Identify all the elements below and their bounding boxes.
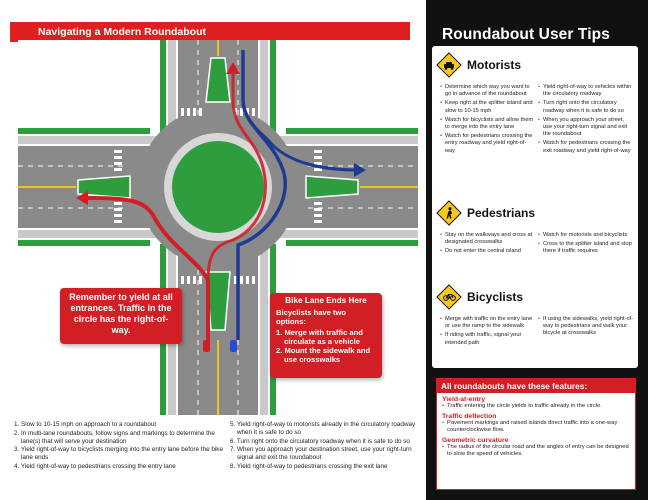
car-icon	[436, 52, 462, 78]
splitter-island-east	[305, 175, 359, 199]
steps-list-left: 1. Slow to 10-15 mph on approach to a ro…	[14, 421, 224, 472]
step-item: 7. When you approach your destination st…	[230, 446, 412, 462]
pedestrians-title: Pedestrians	[467, 206, 536, 220]
feature-name: Yield-at-entry	[442, 396, 486, 403]
bicyclists-header: Bicyclists	[436, 284, 523, 310]
tip-item: Merge with traffic on the entry lane or …	[440, 316, 534, 330]
tip-item: Watch for motorists and bicyclists	[538, 232, 634, 239]
tip-item: Determine which way you want to go in ad…	[440, 84, 534, 98]
central-island	[172, 141, 264, 233]
feature-item: Yield-at-entry Traffic entering the circ…	[437, 396, 635, 410]
splitter-island-north	[205, 57, 231, 103]
tip-item: If using the sidewalks, yield right-of-w…	[538, 316, 634, 338]
motorists-header: Motorists	[436, 52, 521, 78]
bicyclists-title: Bicyclists	[467, 290, 524, 304]
bicyclists-col-2: If using the sidewalks, yield right-of-w…	[538, 316, 634, 340]
tip-item: When you approach your street, use your …	[538, 117, 634, 139]
pedestrians-col-2: Watch for motorists and bicyclists Cross…	[538, 232, 634, 258]
bicycle-icon	[436, 284, 462, 310]
bike-option-2: 2. Mount the sidewalk and use crosswalks	[276, 346, 371, 365]
motorists-col-2: Yield right-of-way to vehicles within th…	[538, 84, 634, 157]
features-heading: All roundabouts have these features:	[437, 379, 635, 393]
tip-item: Watch for bicyclists and allow them to m…	[440, 117, 534, 131]
yield-callout: Remember to yield at all entrances. Traf…	[60, 288, 182, 344]
step-item: 8. Yield right-of-way to pedestrians cro…	[230, 462, 388, 470]
motorists-title: Motorists	[467, 58, 521, 72]
red-path-arrow	[80, 196, 210, 345]
step-item: 1. Slow to 10-15 mph on approach to a ro…	[14, 421, 157, 428]
motorists-col-1: Determine which way you want to go in ad…	[440, 84, 534, 157]
step-item: 2. In multi-lane roundabouts, follow sig…	[14, 429, 215, 445]
step-item: 4. Yield right-of-way to pedestrians cro…	[14, 462, 176, 470]
crosswalk-west	[114, 150, 122, 223]
bike-lane-callout: Bike Lane Ends Here Bicyclists have two …	[270, 293, 382, 378]
tip-item: Watch for pedestrians crossing the entry…	[440, 133, 534, 155]
crosswalk-south	[181, 276, 255, 284]
tips-title: Roundabout User Tips	[442, 26, 610, 43]
tip-item: Do not enter the central island	[440, 248, 534, 255]
tip-item: Keep right at the splitter island and sl…	[440, 100, 534, 114]
pedestrians-col-1: Stay on the walkways and cross at design…	[440, 232, 534, 258]
feature-desc: Traffic entering the circle yields to tr…	[442, 403, 630, 410]
tips-card: Motorists Determine which way you want t…	[432, 46, 638, 368]
tips-panel: Roundabout User Tips Motorists Determine…	[426, 0, 648, 500]
feature-item: Traffic deflection Pavement markings and…	[437, 413, 635, 434]
features-box: All roundabouts have these features: Yie…	[436, 378, 636, 490]
left-panel: Navigating a Modern Roundabout	[10, 22, 426, 472]
pedestrians-header: Pedestrians	[436, 200, 535, 226]
tip-item: Turn right onto the circulatory roadway …	[538, 100, 634, 114]
bike-lane-callout-heading: Bike Lane Ends Here	[285, 296, 367, 305]
bike-lane-callout-subheading: Bicyclists have two options:	[276, 308, 347, 327]
tip-item: Stay on the walkways and cross at design…	[440, 232, 534, 246]
feature-desc: The radius of the circular road and the …	[442, 444, 630, 458]
step-item: 5. Yield right-of-way to motorists alrea…	[230, 421, 416, 437]
car-red	[203, 340, 210, 352]
bicyclists-col-1: Merge with traffic on the entry lane or …	[440, 316, 534, 349]
tip-item: Yield right-of-way to vehicles within th…	[538, 84, 634, 98]
feature-desc: Pavement markings and raised islands dir…	[442, 420, 630, 434]
tip-item: If riding with traffic, signal your inte…	[440, 332, 534, 346]
page-title: Navigating a Modern Roundabout	[10, 22, 410, 42]
step-item: 6. Turn right onto the circulatory roadw…	[230, 437, 410, 445]
bike-option-1: 1. Merge with traffic and circulate as a…	[276, 327, 363, 346]
crosswalk-east	[314, 150, 322, 223]
tip-item: Watch for pedestrians crossing the exit …	[538, 140, 634, 154]
step-item: 3. Yield right-of-way to bicyclists merg…	[14, 446, 223, 462]
tip-item: Cross to the splitter island and stop th…	[538, 241, 634, 255]
car-blue	[230, 340, 237, 352]
pedestrian-icon	[436, 200, 462, 226]
steps-list-right: 5. Yield right-of-way to motorists alrea…	[230, 421, 426, 472]
feature-item: Geometric curvature The radius of the ci…	[437, 437, 635, 458]
splitter-island-west	[77, 175, 131, 199]
feature-name: Geometric curvature	[442, 437, 509, 444]
feature-name: Traffic deflection	[442, 413, 497, 420]
